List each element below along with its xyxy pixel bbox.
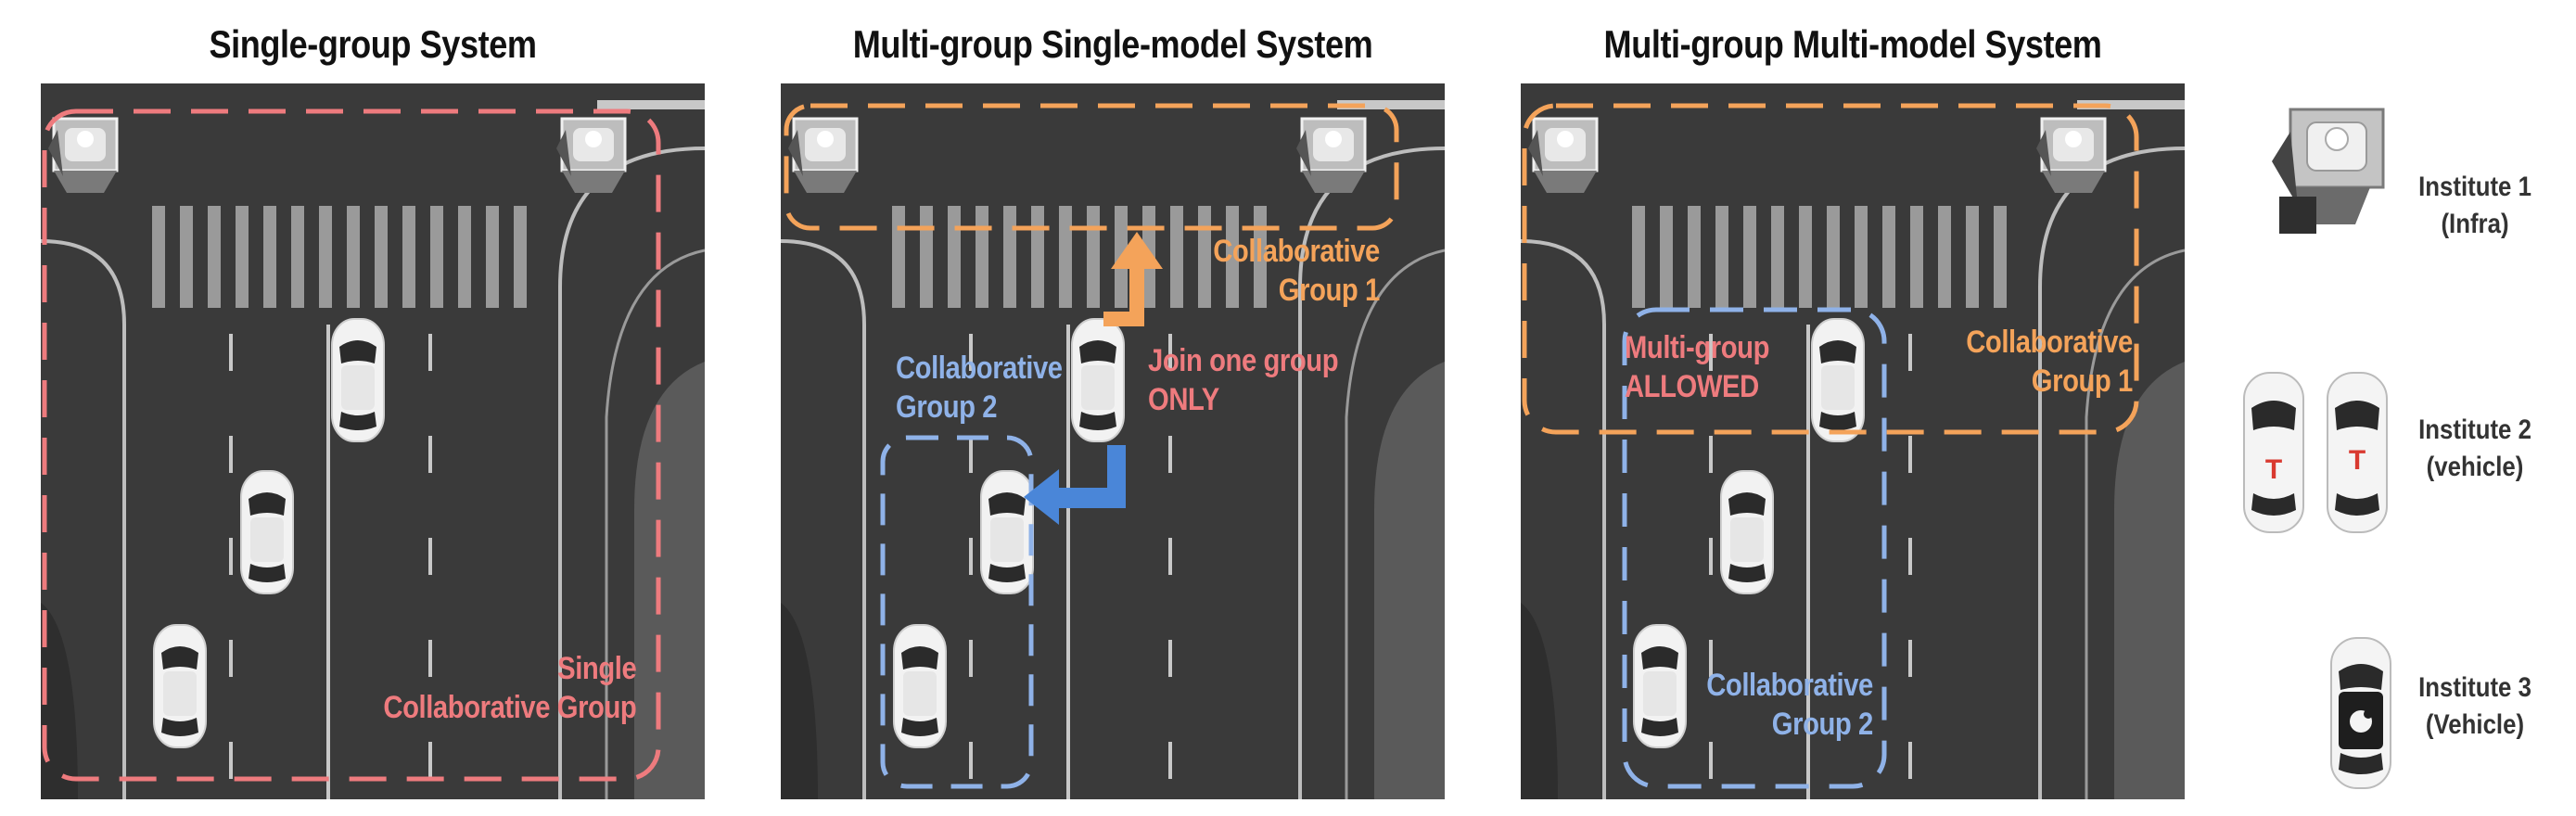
road-scene	[41, 83, 705, 799]
legend-institute-1-label: Institute 1 (Infra)	[2418, 172, 2531, 239]
svg-text:T: T	[2265, 454, 2282, 485]
panel-3-title: Multi-group Multi-model System	[1603, 22, 2102, 66]
road-scene	[781, 83, 1445, 799]
panel-multi-group-single-model: Collaborative Group 1 Collaborative Grou…	[781, 83, 1445, 799]
tesla-vehicle-icon: T T	[2243, 372, 2388, 533]
single-group-label: Single Collaborative Group	[383, 651, 636, 725]
group-1-label: Collaborative Group 1	[1966, 325, 2133, 399]
join-one-group-note: Join one group ONLY	[1148, 343, 1339, 417]
multi-group-allowed-note: Multi-group ALLOWED	[1625, 330, 1770, 404]
group-2-label: Collaborative Group 2	[896, 351, 1063, 425]
panel-1-title: Single-group System	[209, 22, 537, 66]
group-1-label: Collaborative Group 1	[1213, 234, 1380, 308]
panel-multi-group-multi-model: Collaborative Group 1 Collaborative Grou…	[1521, 83, 2185, 799]
svg-text:T: T	[2349, 445, 2366, 476]
legend-institute-3-label: Institute 3 (Vehicle)	[2418, 672, 2531, 740]
panel-2-title: Multi-group Single-model System	[852, 22, 1373, 66]
infrastructure-sensor-icon	[2272, 108, 2385, 234]
panel-single-group: Single Collaborative Group	[41, 83, 705, 799]
legend-institute-2-label: Institute 2 (vehicle)	[2418, 414, 2531, 482]
group-2-label: Collaborative Group 2	[1706, 668, 1873, 742]
road-scene	[1521, 83, 2185, 799]
apple-vehicle-icon	[2330, 637, 2391, 789]
